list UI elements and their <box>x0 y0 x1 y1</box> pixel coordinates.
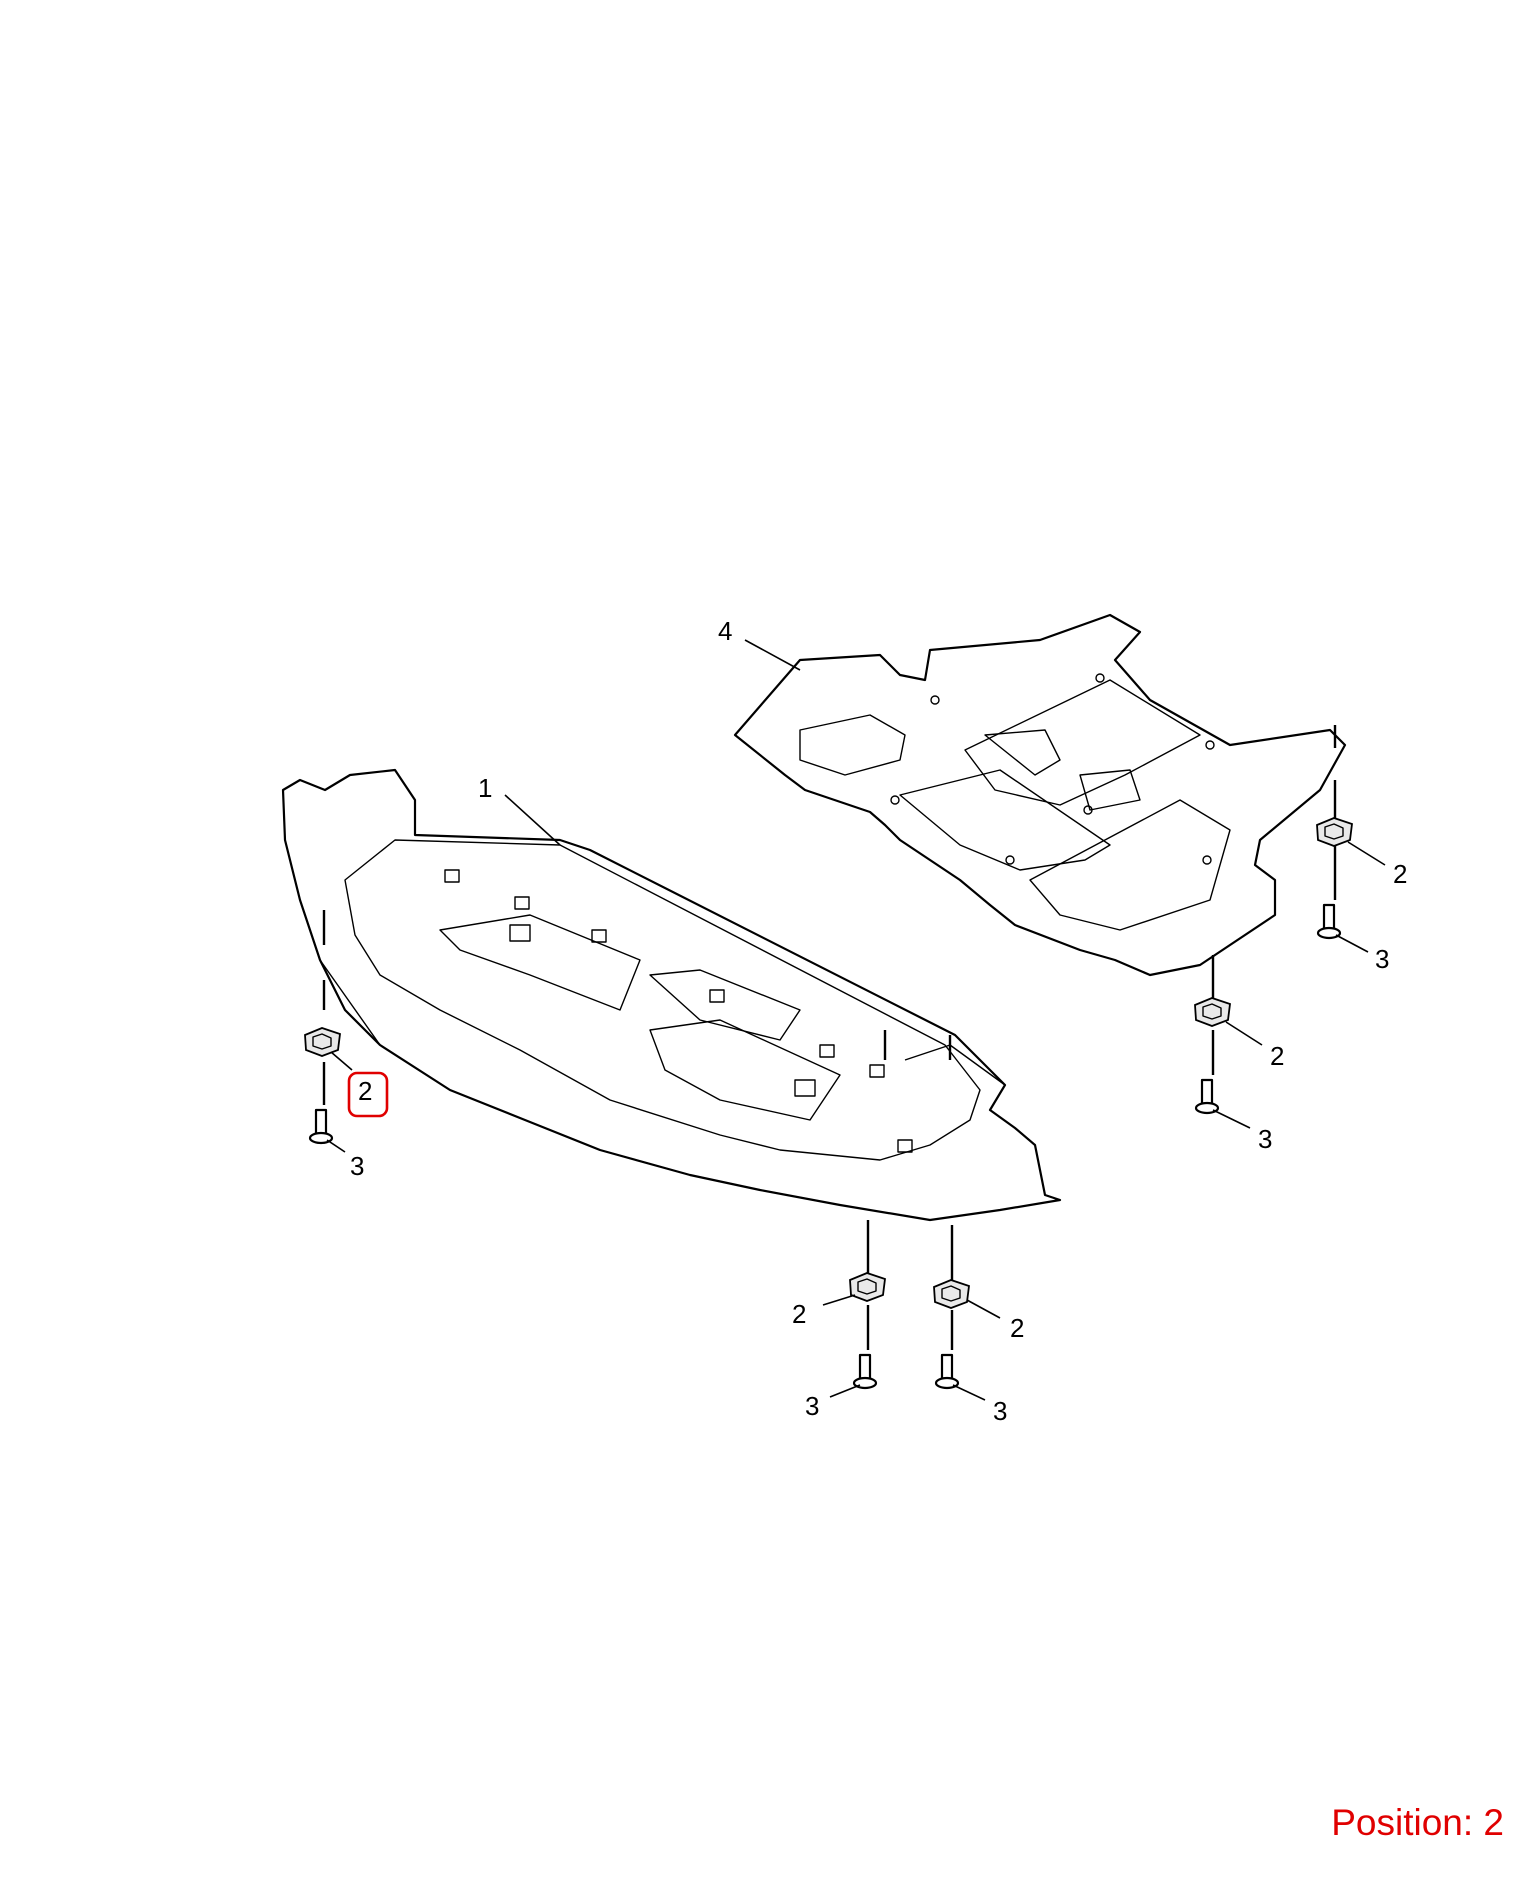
callout-screw-left: 3 <box>350 1151 364 1181</box>
clip-2-left[interactable] <box>304 1027 341 1057</box>
callout-clip-bottom-right: 2 <box>1010 1313 1024 1343</box>
callout-clip-bottom-left: 2 <box>792 1299 806 1329</box>
screw-3-bottom-right[interactable] <box>934 1353 960 1390</box>
fastener-axes <box>322 725 1337 1350</box>
callout-screw-bottom-left: 3 <box>805 1391 819 1421</box>
callout-screw-right-mid: 3 <box>1258 1124 1272 1154</box>
callout-part-4: 4 <box>718 616 732 646</box>
screw-3-bottom-left[interactable] <box>852 1353 878 1390</box>
clip-2-bottom-left[interactable] <box>849 1272 886 1302</box>
clip-2-bottom-right[interactable] <box>933 1279 970 1309</box>
screw-3-right-mid[interactable] <box>1194 1078 1220 1115</box>
screw-3-left[interactable] <box>308 1108 334 1145</box>
callout-clip-left: 2 <box>358 1076 372 1106</box>
screw-3-right-top[interactable] <box>1316 903 1342 940</box>
callout-screw-right-top: 3 <box>1375 944 1389 974</box>
callout-screw-bottom-right: 3 <box>993 1396 1007 1426</box>
clip-2-right-mid[interactable] <box>1194 997 1231 1027</box>
leader-lines <box>326 639 1386 1401</box>
part-1-front-shield[interactable] <box>281 768 1062 1222</box>
position-label: Position: 2 <box>1331 1802 1504 1843</box>
callout-clip-right-top: 2 <box>1393 859 1407 889</box>
callout-clip-right-mid: 2 <box>1270 1041 1284 1071</box>
callout-part-1: 1 <box>478 773 492 803</box>
callouts: 4 1 2 3 2 3 2 3 2 3 2 3 <box>350 616 1407 1426</box>
selected-callout-highlight <box>347 1071 389 1118</box>
clip-2-right-top[interactable] <box>1316 817 1353 847</box>
part-4-rear-shield[interactable] <box>733 613 1347 977</box>
